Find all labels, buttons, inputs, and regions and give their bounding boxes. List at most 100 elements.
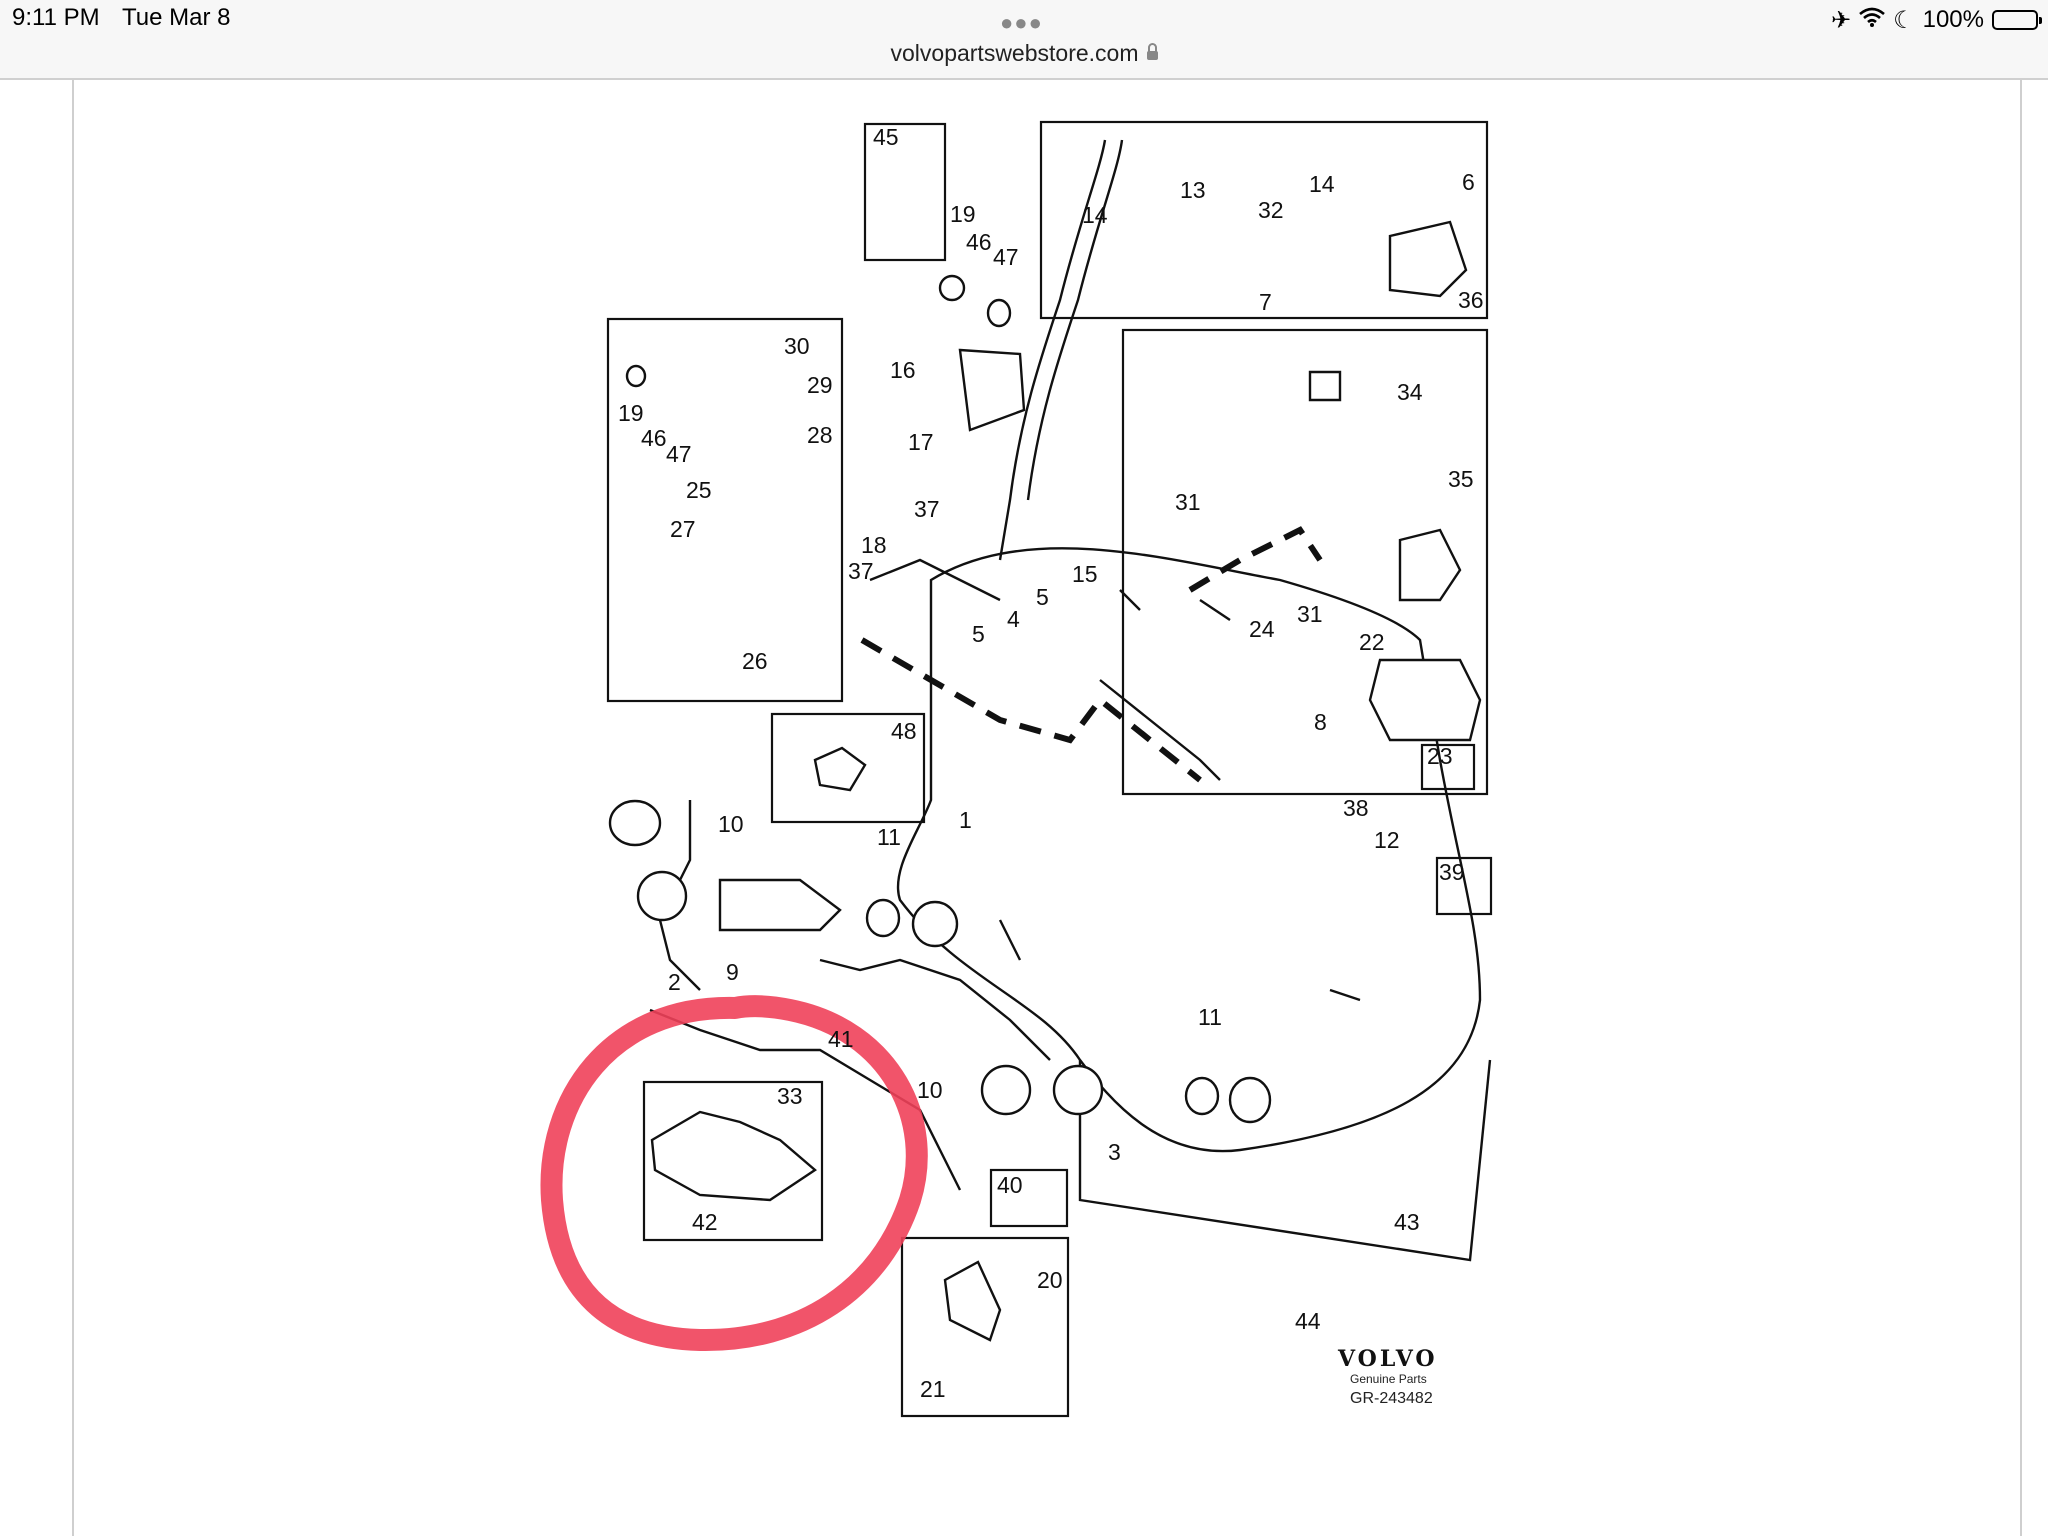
tank-detail-lines xyxy=(998,589,1361,1002)
callout-47b: 47 xyxy=(666,441,692,467)
callout-2: 2 xyxy=(668,969,681,995)
evap-canister-8 xyxy=(1368,658,1482,742)
seal-ring-11-right xyxy=(1184,1076,1220,1116)
hose-tube-outer xyxy=(1026,139,1124,501)
filler-neck-16 xyxy=(958,348,1026,432)
callout-42: 42 xyxy=(692,1209,718,1235)
cap-19-left xyxy=(625,364,647,388)
callout-46b: 46 xyxy=(641,425,667,451)
callout-26: 26 xyxy=(742,648,768,674)
hose-9 xyxy=(649,1008,962,1191)
dashed-line-right xyxy=(1188,526,1323,593)
callout-5b: 5 xyxy=(972,621,985,647)
callout-14b: 14 xyxy=(1309,171,1335,197)
callout-47: 47 xyxy=(993,244,1019,270)
callout-45: 45 xyxy=(873,124,899,150)
callout-6: 6 xyxy=(1462,169,1475,195)
valve-48 xyxy=(813,746,867,792)
volvo-logo: VOLVO xyxy=(1338,1346,1438,1372)
callout-8: 8 xyxy=(1314,709,1327,735)
callout-5: 5 xyxy=(1036,584,1049,610)
callout-22: 22 xyxy=(1359,629,1385,655)
inset-box-20 xyxy=(900,1236,1070,1418)
inset-box-right xyxy=(1121,328,1489,796)
callout-41: 41 xyxy=(828,1026,854,1052)
lock-ring-10-lower xyxy=(980,1064,1032,1116)
more-options-icon[interactable]: ●●● xyxy=(1000,10,1043,35)
inset-box-45 xyxy=(863,122,947,262)
callout-30: 30 xyxy=(784,333,810,359)
callout-28: 28 xyxy=(807,422,833,448)
callout-33: 33 xyxy=(777,1083,803,1109)
callout-44: 44 xyxy=(1295,1308,1321,1334)
airplane-icon: ✈ xyxy=(1830,6,1852,34)
sender-3 xyxy=(1052,1064,1104,1116)
inset-box-top-right xyxy=(1039,120,1489,320)
callout-3: 3 xyxy=(1108,1139,1121,1165)
callout-11: 11 xyxy=(877,824,901,850)
fuel-pump-2 xyxy=(636,870,688,922)
callout-13: 13 xyxy=(1180,177,1206,203)
callout-32: 32 xyxy=(1258,197,1284,223)
callout-10b: 10 xyxy=(917,1077,943,1103)
callout-39: 39 xyxy=(1439,859,1465,885)
genuine-parts-text: Genuine Parts xyxy=(1350,1372,1427,1386)
cap-47 xyxy=(986,298,1012,328)
inset-box-40 xyxy=(989,1168,1069,1228)
callout-12: 12 xyxy=(1374,827,1400,853)
vent-pipe xyxy=(1099,679,1221,781)
callout-15: 15 xyxy=(1072,561,1098,587)
inset-box-23 xyxy=(1420,743,1476,791)
battery-percent: 100% xyxy=(1922,6,1984,33)
diagram-reference: GR-243482 xyxy=(1350,1390,1433,1407)
web-page[interactable] xyxy=(72,80,2022,1536)
callout-20: 20 xyxy=(1037,1267,1063,1293)
pump-port xyxy=(911,900,959,948)
callout-18: 18 xyxy=(861,532,887,558)
callout-43: 43 xyxy=(1394,1209,1420,1235)
drawing-lines xyxy=(649,139,1492,1262)
callout-labels: 1 2 3 4 5 5 6 7 8 9 10 10 11 11 12 13 14… xyxy=(618,124,1484,1402)
callout-25: 25 xyxy=(686,477,712,503)
callout-14: 14 xyxy=(1082,202,1108,228)
callout-9: 9 xyxy=(726,959,739,985)
cap-19 xyxy=(938,274,966,302)
callout-1: 1 xyxy=(959,807,972,833)
url-text[interactable]: volvopartswebstore.com xyxy=(890,40,1139,66)
lock-ring-10 xyxy=(608,799,662,847)
callout-37: 37 xyxy=(914,496,940,522)
battery-icon xyxy=(1992,10,2042,30)
status-time: 9:11 PM xyxy=(12,4,100,31)
inset-box-48 xyxy=(770,712,926,824)
callout-17: 17 xyxy=(908,429,934,455)
callout-34: 34 xyxy=(1397,379,1423,405)
evap-canister-6 xyxy=(1388,220,1468,298)
inset-box-left xyxy=(606,317,844,703)
callout-24: 24 xyxy=(1249,616,1275,642)
status-bar: 9:11 PM Tue Mar 8 ●●● volvopartswebstore… xyxy=(0,0,2048,80)
callout-38: 38 xyxy=(1343,795,1369,821)
callout-11b: 11 xyxy=(1198,1004,1222,1030)
bracket-20 xyxy=(943,1260,1002,1342)
callout-37b: 37 xyxy=(848,558,874,584)
diagram-parts xyxy=(608,220,1482,1342)
dashed-lines xyxy=(860,526,1323,783)
lock-icon xyxy=(1146,43,1158,60)
status-icons: ✈ ☾ 100% xyxy=(1830,2,2042,38)
hose-41 xyxy=(819,958,1051,1061)
callout-4: 4 xyxy=(1007,606,1020,632)
callout-31b: 31 xyxy=(1297,601,1323,627)
seal-ring-11-left xyxy=(865,898,901,938)
strap-43 xyxy=(1078,1059,1492,1262)
address-bar[interactable]: volvopartswebstore.com xyxy=(0,40,2048,67)
callout-16: 16 xyxy=(890,357,916,383)
inset-box-39 xyxy=(1435,856,1493,916)
callout-29: 29 xyxy=(807,372,833,398)
wifi-icon xyxy=(1859,6,1885,34)
callout-31: 31 xyxy=(1175,489,1201,515)
fuel-tank-outline xyxy=(896,547,1482,1153)
callout-21: 21 xyxy=(920,1376,946,1402)
moon-icon: ☾ xyxy=(1893,6,1915,34)
filler-pipe xyxy=(869,558,1001,602)
